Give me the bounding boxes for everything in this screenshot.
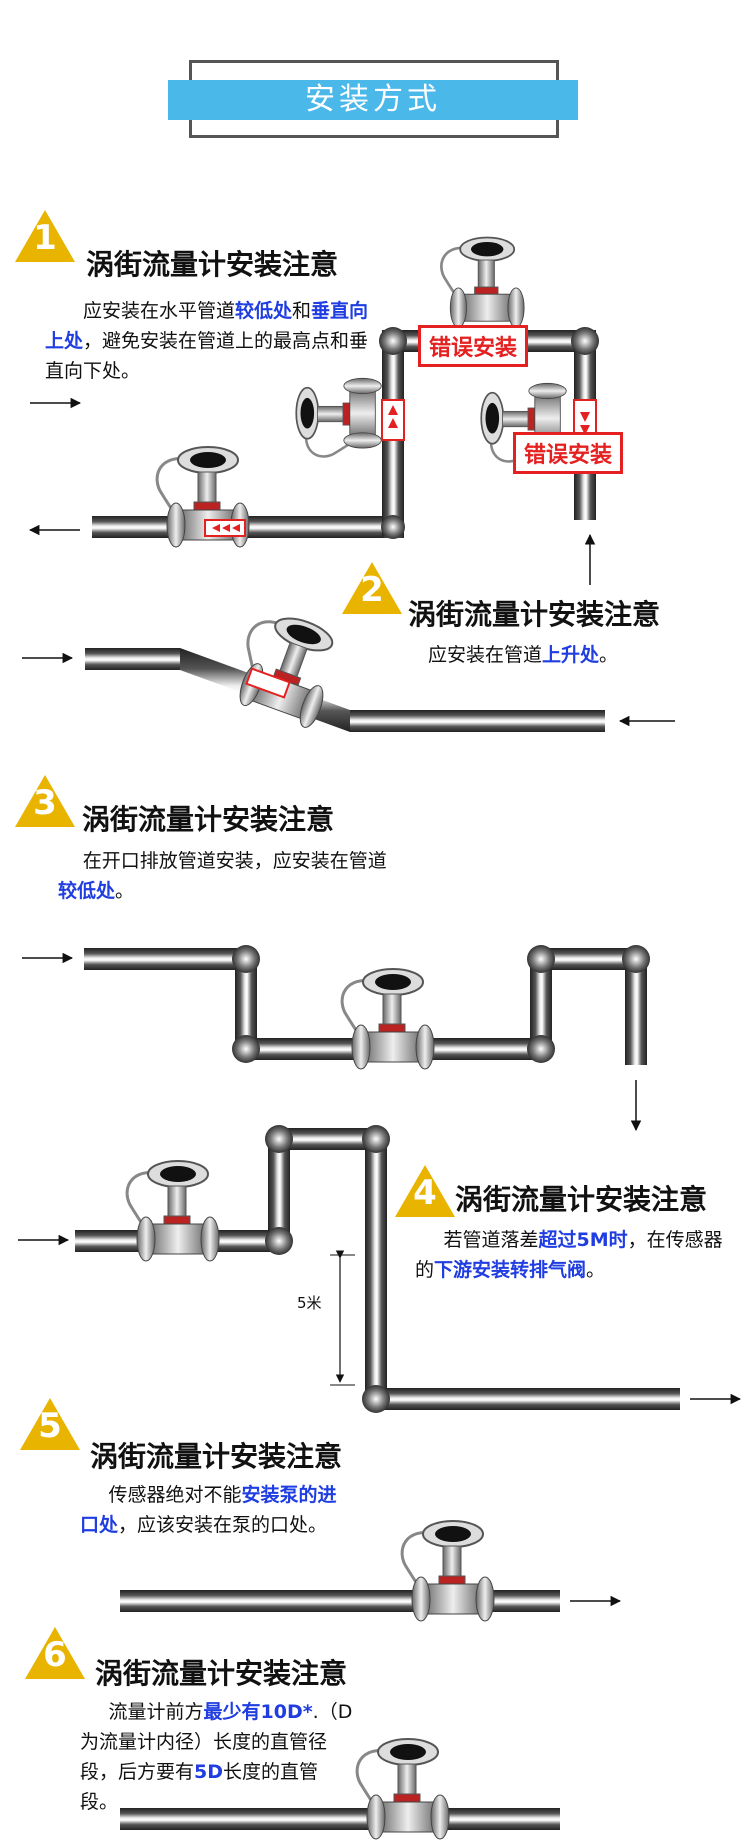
- page-title: 安装方式: [168, 80, 578, 120]
- heading-1: 涡街流量计安装注意: [86, 248, 339, 281]
- text-4-b: ，在传感器的: [415, 1229, 723, 1281]
- text-3-hl-a: 较低处: [58, 880, 116, 902]
- badge-6: 6: [43, 1635, 67, 1675]
- text-6-hl-b: 5D: [194, 1761, 224, 1783]
- text-1-c: ，避免安装在管道上的最高点和垂直向下处。: [45, 330, 369, 382]
- text-1: 应安装在水平管道较低处和垂直向上处，避免安装在管道上的最高点和垂直向下处。: [45, 296, 370, 386]
- text-2-b: 。: [599, 644, 619, 666]
- badge-5: 5: [38, 1406, 62, 1446]
- text-1-hl-a: 较低处: [235, 300, 293, 322]
- badge-3: 3: [33, 783, 57, 823]
- text-5: 传感器绝对不能安装泵的进口处，应该安装在泵的口处。: [80, 1480, 345, 1540]
- heading-5: 涡街流量计安装注意: [90, 1440, 343, 1473]
- text-2-hl-a: 上升处: [542, 644, 600, 666]
- section-5-diagram: [120, 1519, 622, 1623]
- badge-1: 1: [33, 218, 57, 258]
- text-3: 在开口排放管道安装，应安装在管道较低处。: [58, 846, 388, 906]
- heading-6: 涡街流量计安装注意: [95, 1657, 348, 1690]
- text-6-a: 流量计前方: [108, 1701, 204, 1723]
- text-2: 应安装在管道上升处。: [428, 640, 618, 670]
- text-5-hl-a: 安装泵的进口处: [80, 1484, 337, 1536]
- text-3-b: 。: [115, 880, 135, 902]
- text-4-hl-b: 下游安装转排气阀: [434, 1259, 587, 1281]
- section-3-diagram: [22, 945, 650, 1132]
- text-3-a: 在开口排放管道安装，应安装在管道: [82, 850, 387, 872]
- text-2-a: 应安装在管道: [428, 644, 543, 666]
- section-6-diagram: [120, 1737, 560, 1841]
- text-6: 流量计前方最少有10D*.（D为流量计内径）长度的直管径段，后方要有5D长度的直…: [80, 1697, 355, 1817]
- heading-2: 涡街流量计安装注意: [408, 598, 661, 631]
- badges: [15, 210, 455, 1679]
- text-4-a: 若管道落差: [443, 1229, 539, 1251]
- text-4-hl-a: 超过5M时: [538, 1229, 628, 1251]
- text-6-b: .（D为流量计内径）长度的直管径段，后方要有: [80, 1701, 353, 1783]
- text-5-a: 传感器绝对不能: [108, 1484, 242, 1506]
- section-1-diagram: [28, 236, 599, 585]
- section-4-diagram: [18, 1125, 742, 1413]
- wrong-install-label-2: 错误安装: [513, 432, 624, 474]
- text-4: 若管道落差超过5M时，在传感器的下游安装转排气阀。: [415, 1225, 735, 1285]
- wrong-install-label-1: 错误安装: [418, 325, 529, 367]
- badge-2: 2: [360, 570, 384, 610]
- badge-4: 4: [413, 1173, 437, 1213]
- text-1-b: 和: [292, 300, 312, 322]
- distance-label: 5米: [297, 1294, 322, 1312]
- text-5-b: ，应该安装在泵的口处。: [118, 1514, 328, 1536]
- text-1-a: 应安装在水平管道: [83, 300, 236, 322]
- text-1-hl-b: 垂直向上处: [45, 300, 369, 352]
- text-6-c: 长度的直管段。: [80, 1761, 319, 1813]
- text-6-hl-a: 最少有10D*: [203, 1701, 313, 1723]
- heading-4: 涡街流量计安装注意: [455, 1183, 708, 1216]
- heading-3: 涡街流量计安装注意: [82, 803, 335, 836]
- text-4-c: 。: [586, 1259, 606, 1281]
- section-2-diagram: [22, 603, 675, 732]
